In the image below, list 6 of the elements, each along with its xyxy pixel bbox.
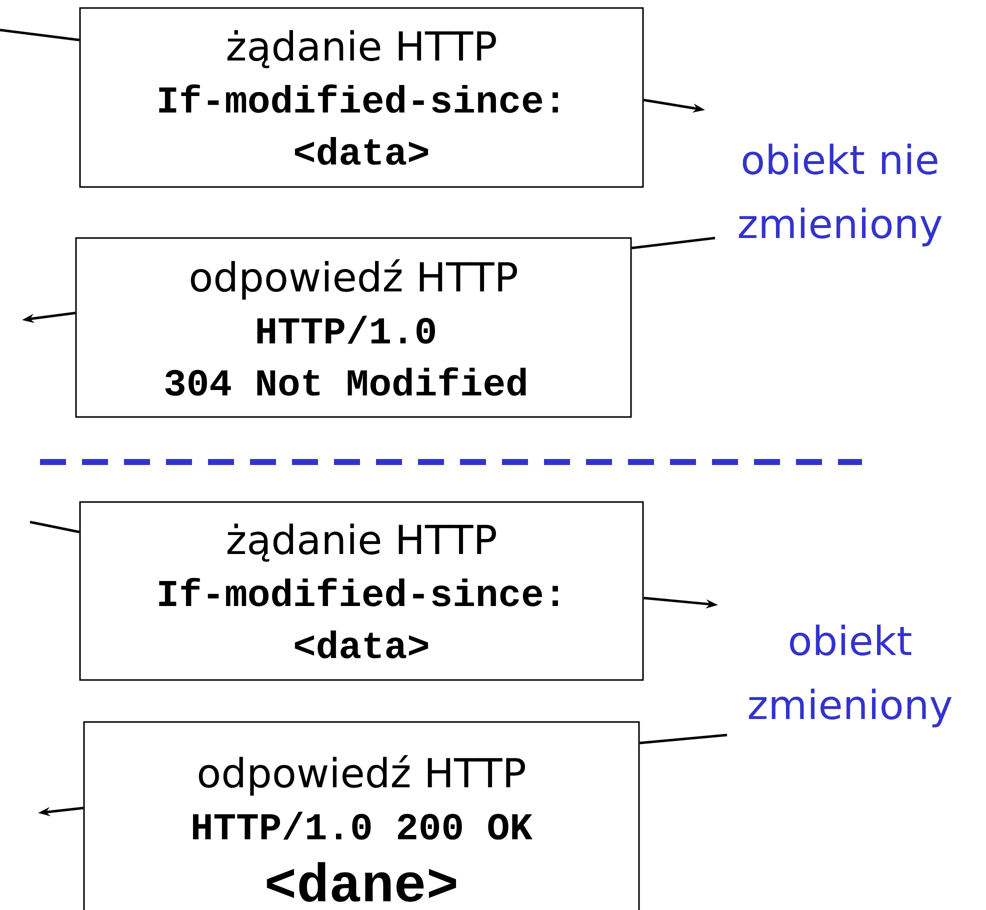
status-note: obiekt zmieniony: [748, 624, 952, 728]
message-box: żądanie HTTP If-modified-since: <data>: [79, 501, 644, 681]
message-box: żądanie HTTP If-modified-since: <data>: [79, 7, 644, 188]
message-box: odpowiedź HTTP HTTP/1.0 304 Not Modified: [75, 237, 632, 418]
status-note: obiekt nie zmieniony: [738, 144, 942, 246]
message-box: odpowiedź HTTP HTTP/1.0 200 OK <dane>: [83, 721, 640, 910]
